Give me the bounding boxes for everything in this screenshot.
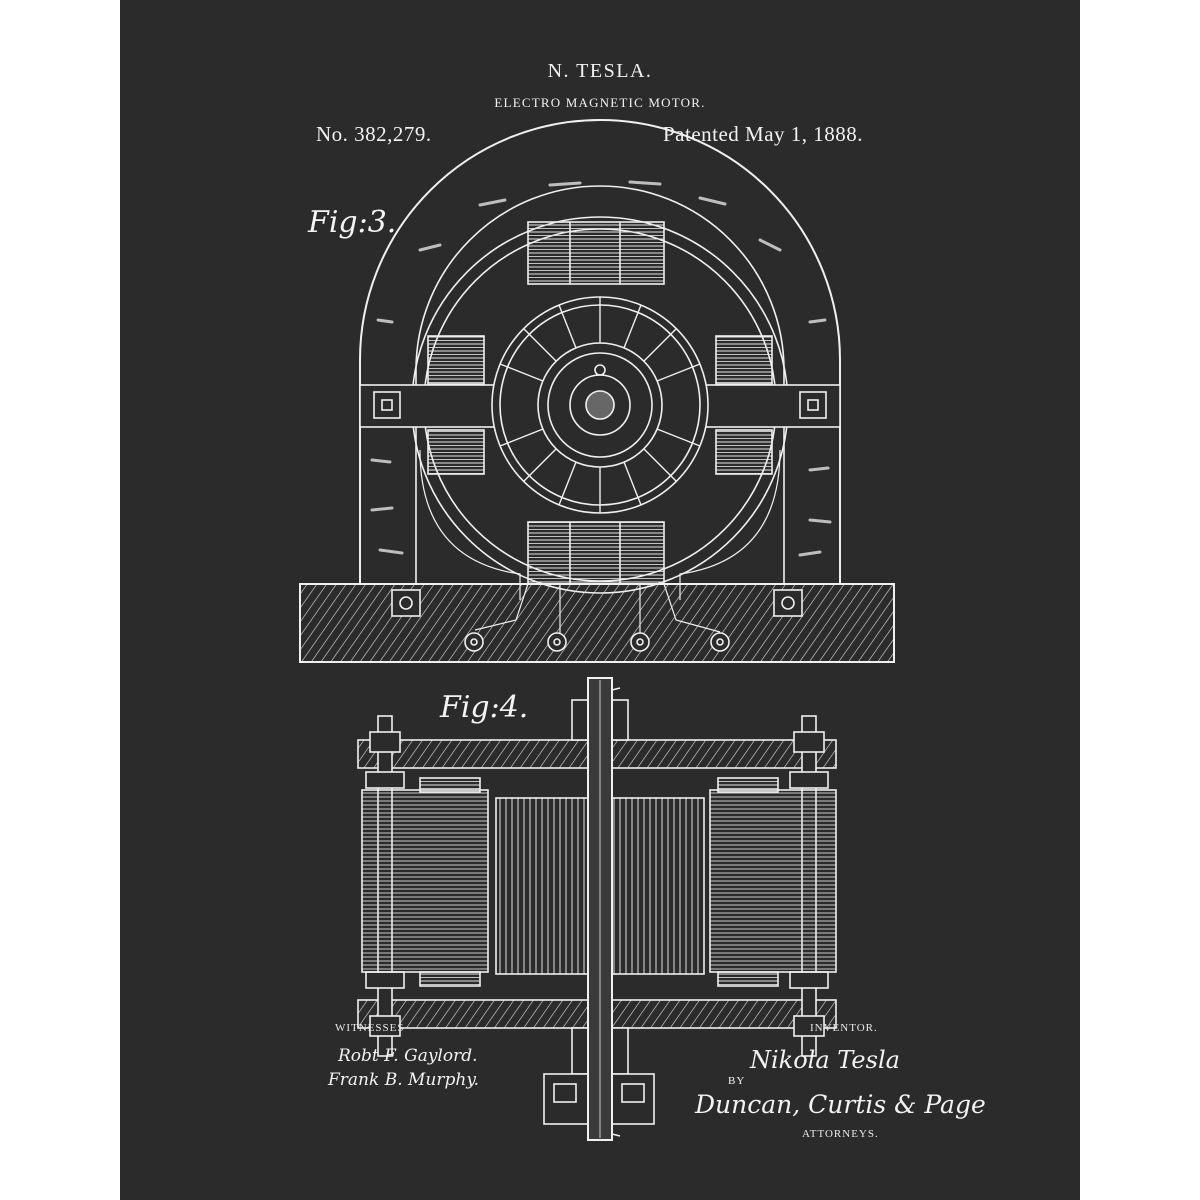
witness-signature-1: Robt F. Gaylord. bbox=[338, 1046, 478, 1066]
binding-posts bbox=[464, 632, 730, 652]
coil-stack-center-right bbox=[609, 797, 705, 975]
attorneys-label: ATTORNEYS. bbox=[802, 1128, 879, 1140]
patent-date: Patented May 1, 1888. bbox=[663, 122, 864, 146]
inventor-label: INVENTOR. bbox=[810, 1022, 878, 1034]
housing-inner bbox=[415, 185, 785, 584]
attorneys-signature: Duncan, Curtis & Page bbox=[695, 1090, 986, 1119]
coil-stack-center-left bbox=[495, 797, 591, 975]
inventor-name: N. TESLA. bbox=[547, 60, 653, 82]
coil-left-lower bbox=[427, 429, 485, 475]
coil-stack-right bbox=[709, 789, 837, 973]
housing-texture bbox=[370, 180, 832, 557]
figure-4-drawing bbox=[357, 677, 837, 1141]
patent-number: No. 382,279. bbox=[316, 122, 432, 146]
base-plate bbox=[299, 583, 895, 663]
by-label: BY bbox=[728, 1075, 746, 1087]
coil-bottom bbox=[527, 521, 665, 585]
figure-4-label: Fig:4. bbox=[440, 690, 529, 725]
invention-title: ELECTRO MAGNETIC MOTOR. bbox=[494, 95, 706, 110]
coil-left-upper bbox=[427, 335, 485, 385]
housing-outer bbox=[359, 119, 841, 584]
patent-drawing bbox=[299, 119, 895, 1141]
patent-poster: N. TESLA. ELECTRO MAGNETIC MOTOR. No. 38… bbox=[120, 0, 1080, 1200]
witnesses-label: WITNESSES bbox=[335, 1022, 405, 1034]
figure-3-label: Fig:3. bbox=[308, 205, 397, 240]
witness-signature-2: Frank B. Murphy. bbox=[328, 1070, 480, 1090]
coil-stack-left bbox=[361, 789, 489, 973]
coil-top bbox=[527, 221, 665, 285]
coil-right-upper bbox=[715, 335, 773, 385]
coil-right-lower bbox=[715, 429, 773, 475]
figure-3-drawing bbox=[299, 119, 895, 663]
armature-segments bbox=[499, 297, 701, 513]
inventor-signature: Nikola Tesla bbox=[750, 1046, 900, 1074]
